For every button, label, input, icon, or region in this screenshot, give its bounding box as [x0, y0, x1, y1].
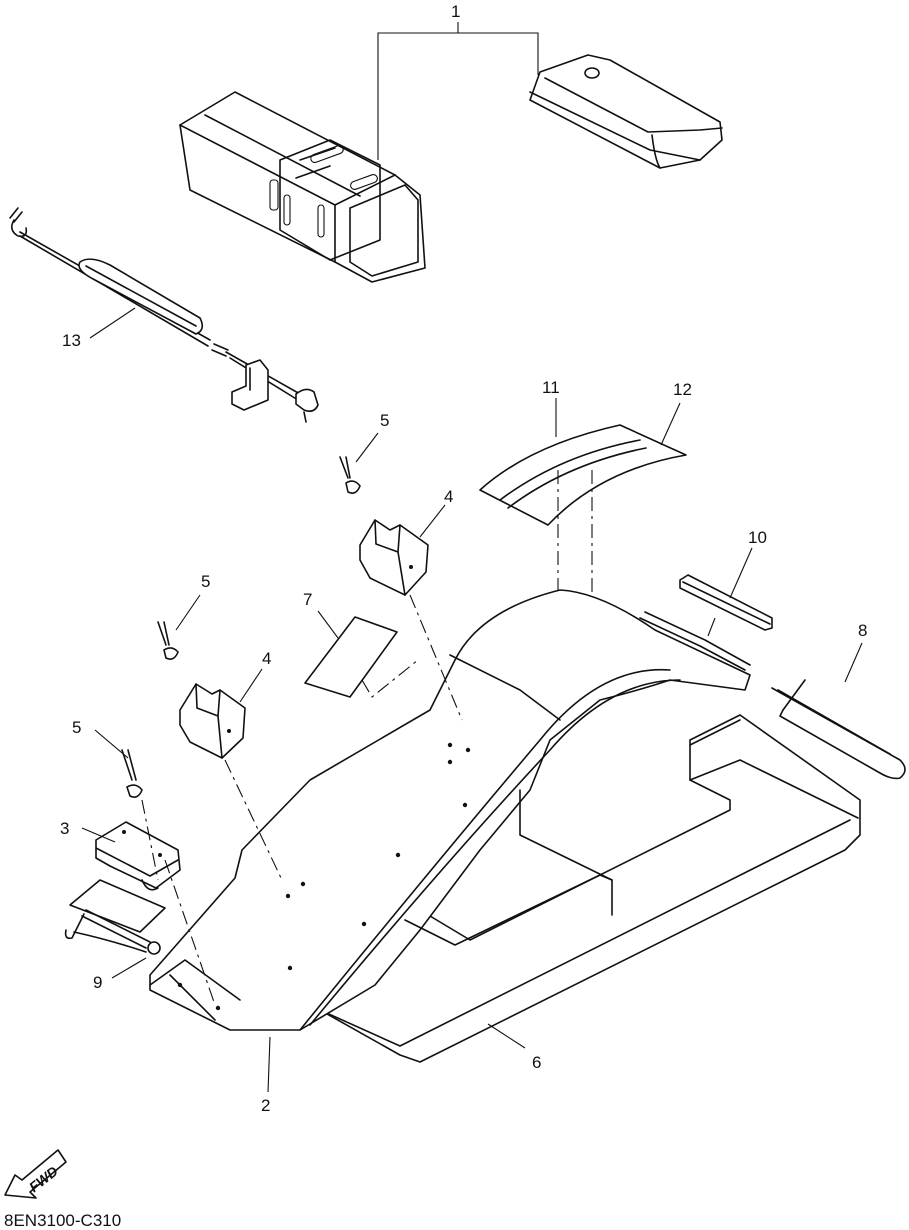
callout-6: 6 — [532, 1053, 541, 1072]
callout-13: 13 — [62, 331, 81, 350]
seat-mat-part — [319, 714, 861, 1063]
rivet-middle-part — [157, 621, 179, 660]
callout-3: 3 — [60, 819, 69, 838]
forward-arrow-icon: FWD — [4, 1149, 67, 1199]
callout-1: 1 — [451, 2, 460, 21]
bar-part — [679, 574, 773, 631]
callout-9-leader — [111, 957, 147, 979]
callout-5c: 5 — [72, 718, 81, 737]
callout-13-leader — [89, 307, 136, 339]
bracket-upper-part — [359, 519, 429, 596]
callout-4a-leader — [419, 504, 446, 538]
callout-4a: 4 — [444, 487, 453, 506]
rivet-lower-part — [121, 749, 143, 798]
security-cable-part — [9, 207, 319, 423]
callout-9: 9 — [93, 973, 102, 992]
rivet-upper-part — [339, 456, 361, 494]
callout-8: 8 — [858, 621, 867, 640]
main-cover-part — [149, 589, 751, 1031]
callout-6-leader — [487, 1023, 526, 1049]
callout-4b: 4 — [262, 649, 271, 668]
bracket-lower-part — [179, 683, 246, 759]
callout-5c-leader — [94, 729, 129, 759]
callout-5b-leader — [175, 594, 201, 631]
callout-11: 11 — [542, 378, 560, 397]
callout-5a-leader — [355, 432, 379, 463]
callout-2: 2 — [261, 1096, 270, 1115]
tool-pouch-part — [529, 54, 723, 169]
callout-4b-leader — [239, 668, 263, 703]
callout-12-leader — [660, 402, 681, 446]
callout-10: 10 — [748, 528, 767, 547]
rod-part — [771, 679, 906, 780]
callout-5a: 5 — [380, 411, 389, 430]
callout-10-leader — [729, 547, 753, 599]
callout-3-leader — [81, 827, 116, 843]
callout-1-bracket — [377, 22, 539, 160]
callout-5b: 5 — [201, 572, 210, 591]
callout-7-leader — [317, 610, 339, 639]
callout-8-leader — [844, 642, 863, 683]
callout-12: 12 — [673, 380, 692, 399]
label-part — [304, 616, 419, 698]
callout-2-leader — [267, 1036, 271, 1093]
tool-bag-part — [179, 91, 426, 283]
pin-part — [64, 909, 161, 955]
callout-7: 7 — [303, 590, 312, 609]
strip-part-11-12 — [479, 424, 687, 526]
part-code: 8EN3100-C310 — [4, 1211, 121, 1230]
hinge-part — [69, 821, 181, 933]
